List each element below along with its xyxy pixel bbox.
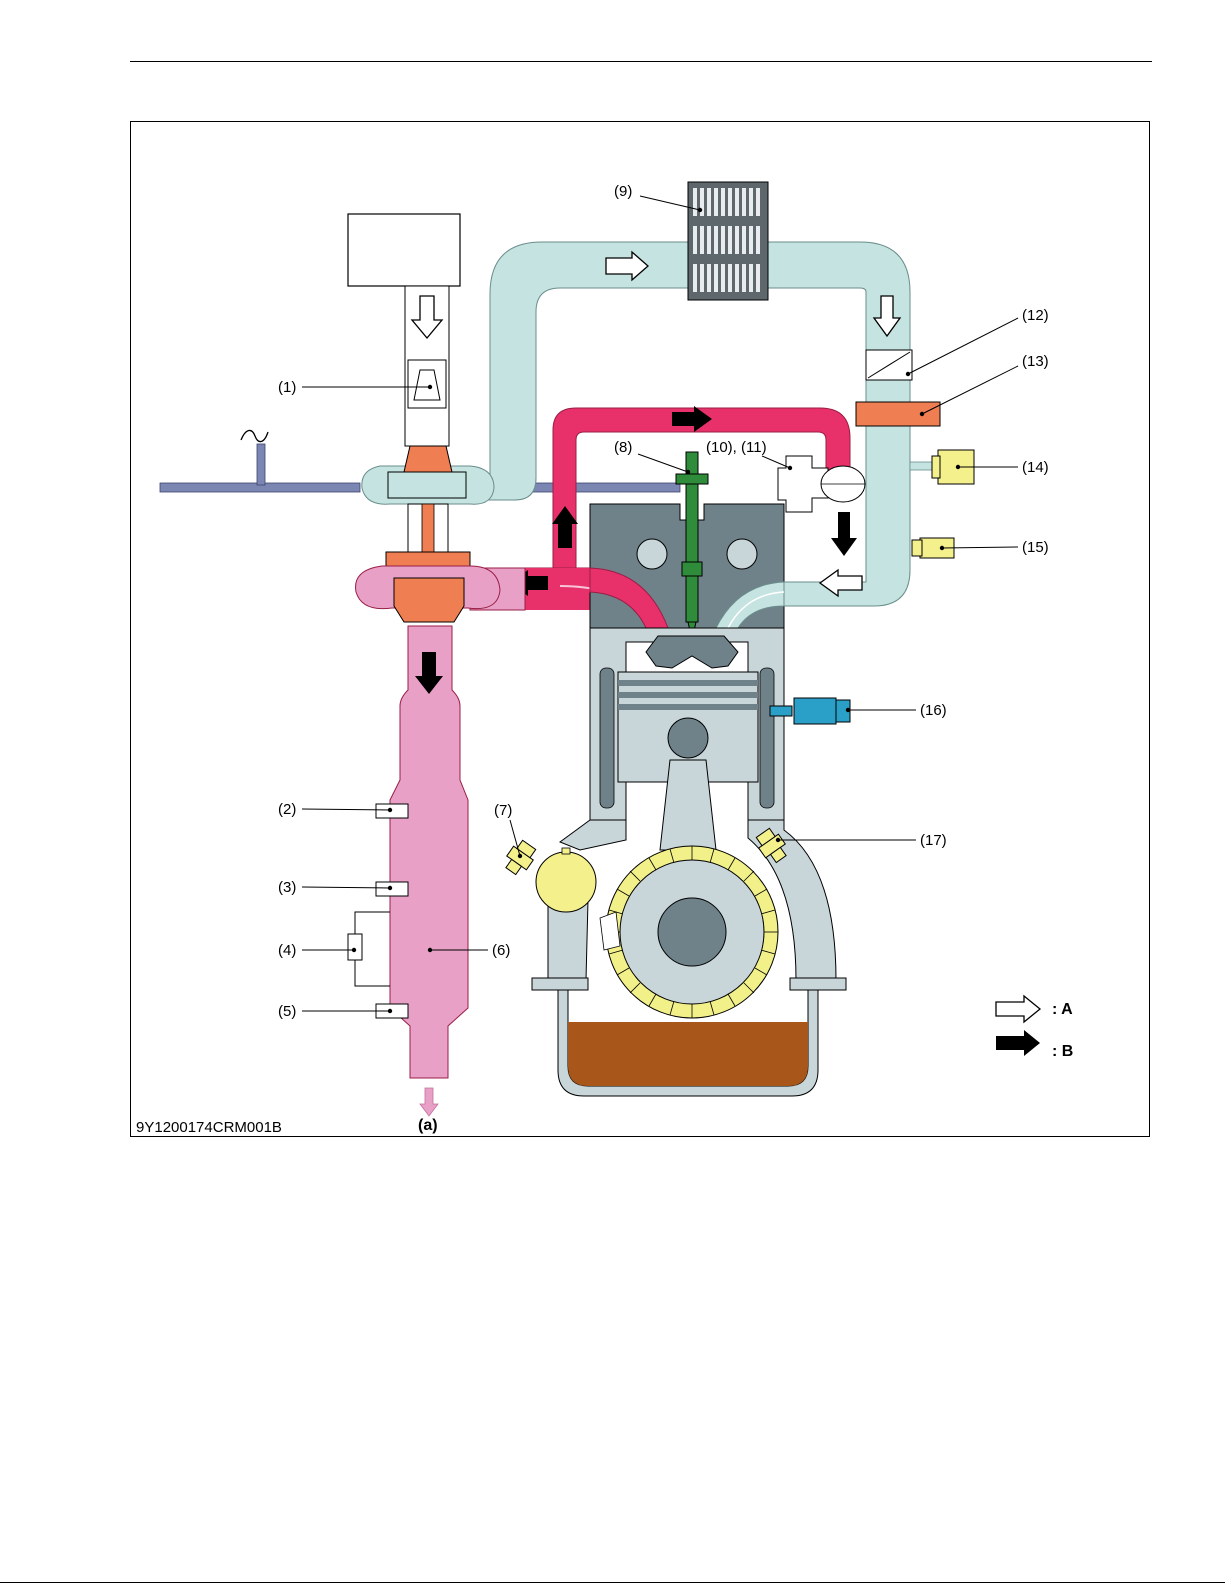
auxiliary-pipe-branch bbox=[257, 444, 265, 485]
exhaust-temperature-sensor-2 bbox=[376, 804, 408, 818]
label-16: (16) bbox=[920, 702, 947, 719]
camshaft-position-sensor bbox=[501, 838, 539, 878]
label-4: (4) bbox=[278, 942, 296, 959]
mass-air-flow-sensor bbox=[408, 360, 446, 408]
coolant-temperature-sensor bbox=[794, 698, 836, 724]
footer-rule bbox=[0, 1582, 1225, 1583]
label-3: (3) bbox=[278, 879, 296, 896]
legend-label-a: : A bbox=[1052, 1001, 1073, 1018]
egr-flow-arrow-down bbox=[831, 512, 857, 556]
wave-break-symbol bbox=[241, 430, 268, 441]
label-9: (9) bbox=[614, 183, 632, 200]
label-2: (2) bbox=[278, 801, 296, 818]
label-15: (15) bbox=[1022, 539, 1049, 556]
combustion-chamber bbox=[646, 636, 738, 668]
exhaust-temperature-sensor-3 bbox=[376, 882, 408, 896]
label-17: (17) bbox=[920, 832, 947, 849]
piston-pin bbox=[668, 718, 708, 758]
label-10-11: (10), (11) bbox=[706, 439, 767, 456]
figure-code: 9Y1200174CRM001B bbox=[136, 1119, 282, 1136]
label-7: (7) bbox=[494, 802, 512, 819]
legend-arrow-b bbox=[996, 1030, 1040, 1056]
crankshaft bbox=[658, 898, 726, 966]
connecting-rod bbox=[660, 760, 716, 850]
compressor-wheel bbox=[404, 446, 452, 472]
turbo-shaft bbox=[422, 504, 434, 554]
camshaft-gear bbox=[536, 852, 596, 912]
legend-label-b: : B bbox=[1052, 1043, 1073, 1060]
engine-oil bbox=[568, 1022, 808, 1086]
label-8: (8) bbox=[614, 439, 632, 456]
turbine-wheel bbox=[394, 578, 464, 622]
intake-valve-port bbox=[727, 539, 757, 569]
differential-pressure-sensor bbox=[348, 934, 362, 960]
label-1: (1) bbox=[278, 379, 296, 396]
label-14: (14) bbox=[1022, 459, 1049, 476]
outlet-label: (a) bbox=[418, 1117, 438, 1134]
intake-air-heater bbox=[856, 402, 940, 426]
crankcase-left bbox=[560, 820, 626, 850]
label-6: (6) bbox=[492, 942, 510, 959]
label-13: (13) bbox=[1022, 353, 1049, 370]
air-cleaner-box bbox=[348, 214, 460, 286]
label-12: (12) bbox=[1022, 307, 1049, 324]
legend-arrow-a bbox=[996, 996, 1040, 1022]
outlet-arrow bbox=[420, 1088, 438, 1116]
exhaust-valve-port bbox=[637, 539, 667, 569]
label-5: (5) bbox=[278, 1003, 296, 1020]
